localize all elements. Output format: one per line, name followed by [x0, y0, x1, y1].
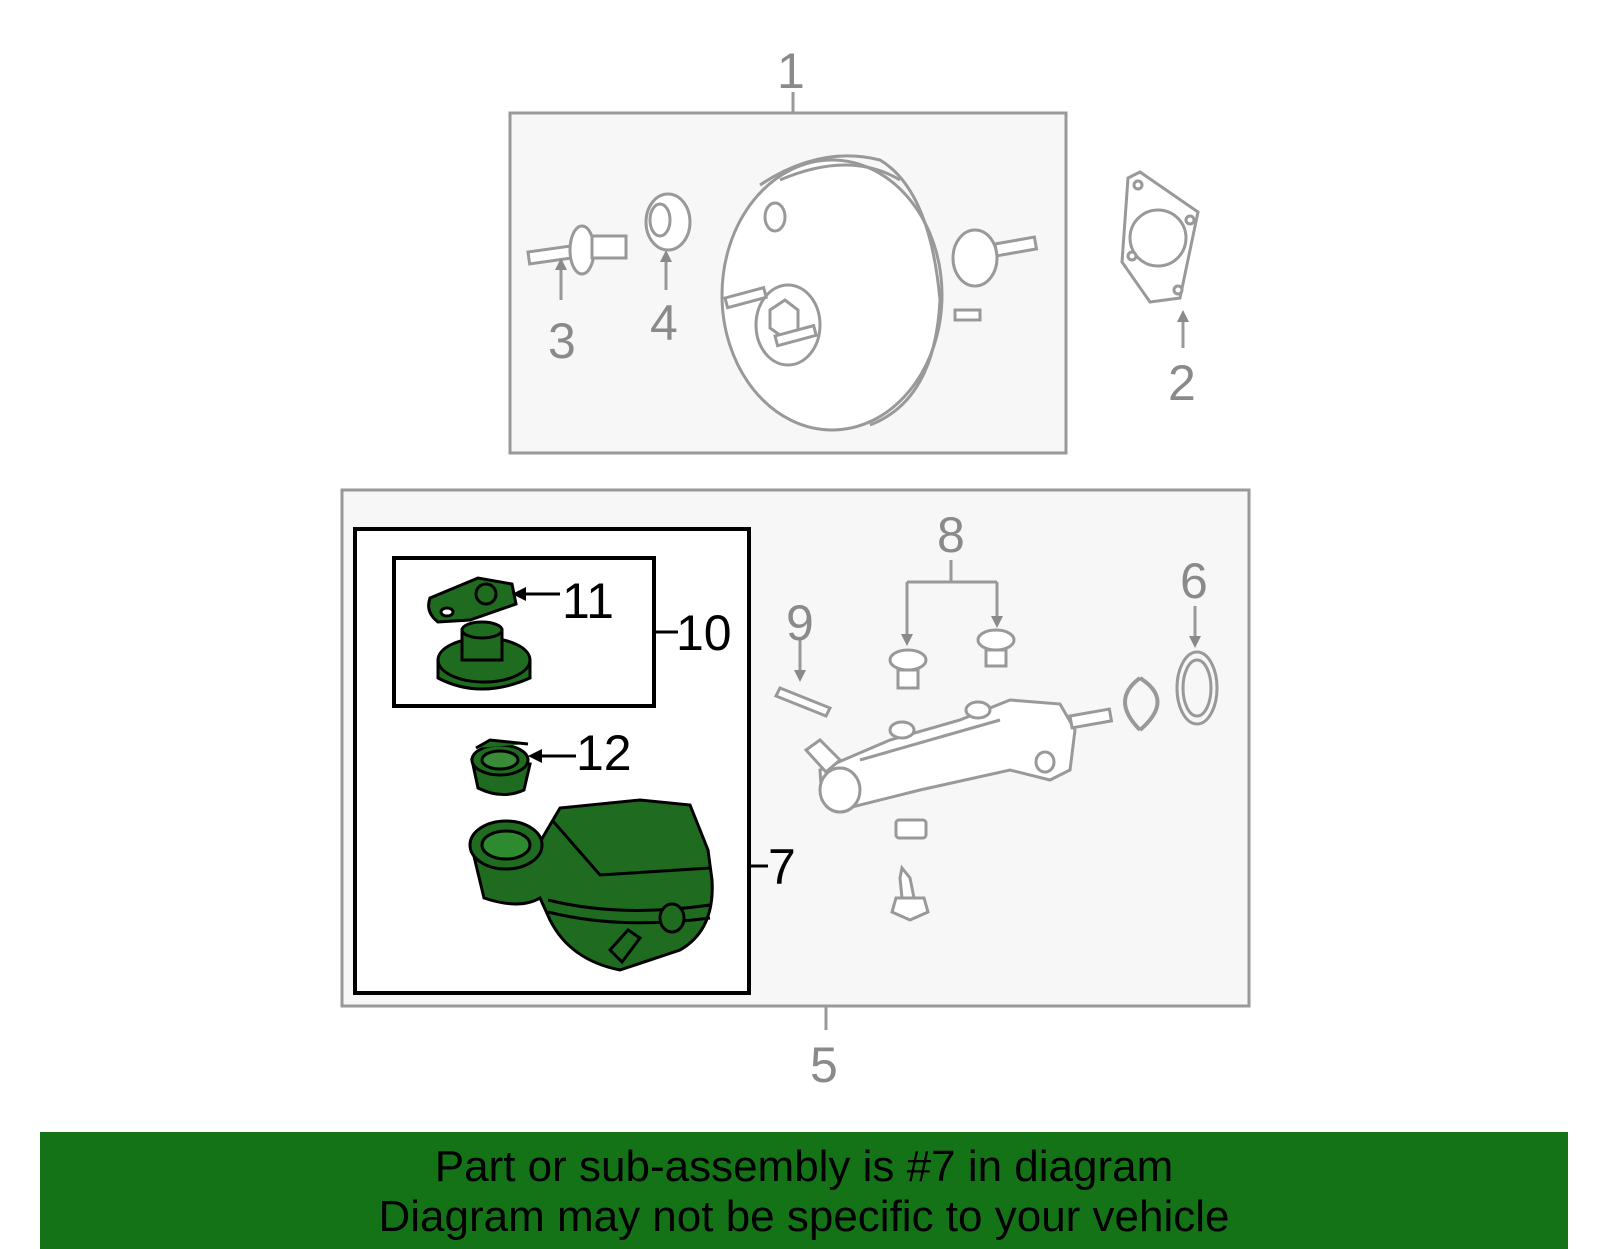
callout-11: 11	[562, 573, 614, 629]
snap-ring	[1123, 676, 1160, 732]
callout-6: 6	[1180, 553, 1208, 609]
mounting-bolt	[890, 818, 930, 922]
brake-fluid-reservoir[interactable]	[468, 798, 714, 972]
master-cylinder	[803, 698, 1114, 814]
callout-1: 1	[777, 43, 805, 99]
callout-8: 8	[937, 507, 965, 563]
retaining-pin	[773, 686, 833, 718]
o-ring	[1175, 650, 1219, 726]
banner-line-1: Part or sub-assembly is #7 in diagram	[434, 1142, 1174, 1191]
banner-line-2: Diagram may not be specific to your vehi…	[378, 1192, 1230, 1241]
brake-booster	[720, 154, 1039, 432]
stud-bolt	[526, 224, 628, 276]
callout-10: 10	[676, 605, 732, 661]
callout-7: 7	[768, 839, 796, 895]
reservoir-grommet	[888, 628, 1016, 690]
gasket	[1120, 170, 1200, 304]
brake-booster-group: 1 3 4	[508, 43, 1068, 455]
master-cylinder-group: 5 10 7 11	[340, 488, 1251, 1093]
callout-5: 5	[810, 1037, 838, 1093]
reservoir-cap[interactable]	[436, 620, 532, 691]
callout-12: 12	[576, 725, 632, 781]
callout-2: 2	[1168, 355, 1196, 411]
callout-9: 9	[786, 595, 814, 651]
grommet	[644, 192, 692, 252]
callout-4: 4	[650, 295, 678, 351]
info-banner: Part or sub-assembly is #7 in diagram Di…	[40, 1132, 1568, 1249]
callout-3: 3	[548, 313, 576, 369]
reservoir-strainer[interactable]	[470, 738, 532, 796]
cap-frame	[392, 556, 656, 708]
